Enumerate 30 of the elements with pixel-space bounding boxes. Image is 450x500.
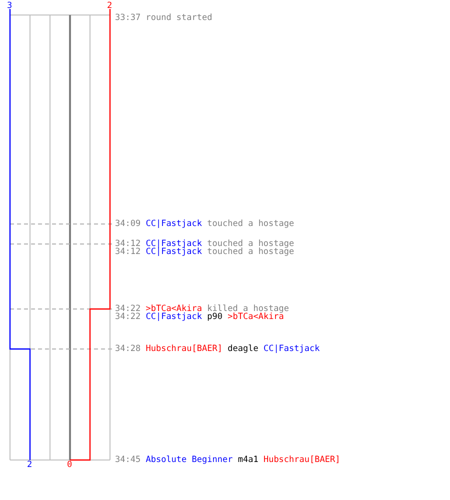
timestamp: 34:12 — [115, 247, 141, 257]
player-count: 2 — [27, 460, 32, 470]
player-count: 3 — [7, 1, 12, 11]
player-name: Absolute Beginner — [146, 455, 233, 465]
player-name: >bTCa<Akira — [146, 304, 202, 314]
timestamp: 34:45 — [115, 455, 141, 465]
player-count: 0 — [67, 460, 72, 470]
weapon-name: p90 — [207, 312, 222, 322]
player-count: 2 — [107, 1, 112, 11]
timestamp: 34:22 — [115, 312, 141, 322]
timestamp: 34:12 — [115, 239, 141, 249]
event-text: touched a hostage — [207, 247, 294, 257]
timestamp: 33:37 — [115, 13, 141, 23]
timestamp: 34:28 — [115, 344, 141, 354]
weapon-name: m4a1 — [238, 455, 258, 465]
player-name: Hubschrau[BAER] — [146, 344, 222, 354]
player-name: CC|Fastjack — [146, 247, 202, 257]
player-name: Hubschrau[BAER] — [263, 455, 340, 465]
timestamp: 34:09 — [115, 219, 141, 229]
player-name: >bTCa<Akira — [228, 312, 284, 322]
event-text: round started — [146, 13, 212, 23]
event-text: touched a hostage — [207, 219, 294, 229]
player-name: CC|Fastjack — [146, 239, 202, 249]
timestamp: 34:22 — [115, 304, 141, 314]
player-name: CC|Fastjack — [263, 344, 320, 354]
player-name: CC|Fastjack — [146, 312, 202, 322]
player-name: CC|Fastjack — [146, 219, 202, 229]
event-text: killed a hostage — [207, 304, 290, 314]
weapon-name: deagle — [228, 344, 258, 354]
event-text: touched a hostage — [207, 239, 294, 249]
